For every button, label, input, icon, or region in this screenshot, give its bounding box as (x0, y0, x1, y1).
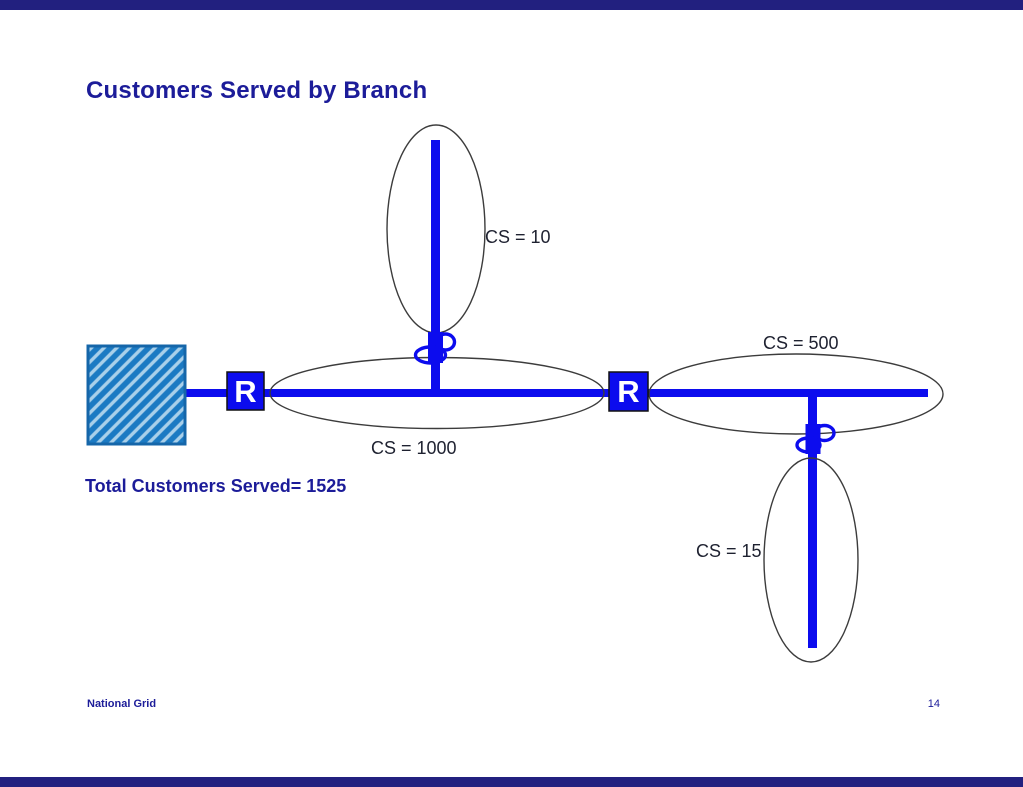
recloser2-label: R (617, 374, 640, 409)
cs-label-top-branch: CS = 10 (485, 227, 551, 247)
right-trunk-ellipse (648, 353, 944, 435)
cs-label-right-trunk: CS = 500 (763, 333, 839, 353)
footer-company-name: National Grid (87, 698, 157, 710)
cs-label-bottom-right-branch: CS = 15 (696, 541, 762, 561)
bottom-border-bar (0, 777, 1023, 787)
feeder-lines (186, 140, 928, 648)
page-title: Customers Served by Branch (86, 77, 428, 104)
bottom-right-fuse-loop-wide (795, 436, 822, 454)
bottom-right-fuse-loop-small (813, 423, 836, 443)
recloser-boxes (226, 371, 649, 412)
top-border-bar (0, 0, 1023, 10)
total-customers-served-text: Total Customers Served= 1525 (85, 476, 347, 496)
fuse-symbols (413, 332, 836, 454)
top-branch-fuse-loop-wide (413, 345, 448, 365)
page-number: 14 (927, 698, 940, 710)
recloser2-box (608, 371, 649, 412)
bottom-right-branch-ellipse (763, 457, 859, 663)
top-branch-fuse-loop-small (434, 332, 457, 352)
recloser1-label: R (234, 373, 257, 409)
substation-square (86, 344, 187, 446)
recloser1-box (226, 371, 265, 411)
cs-label-main-trunk: CS = 1000 (371, 438, 457, 458)
